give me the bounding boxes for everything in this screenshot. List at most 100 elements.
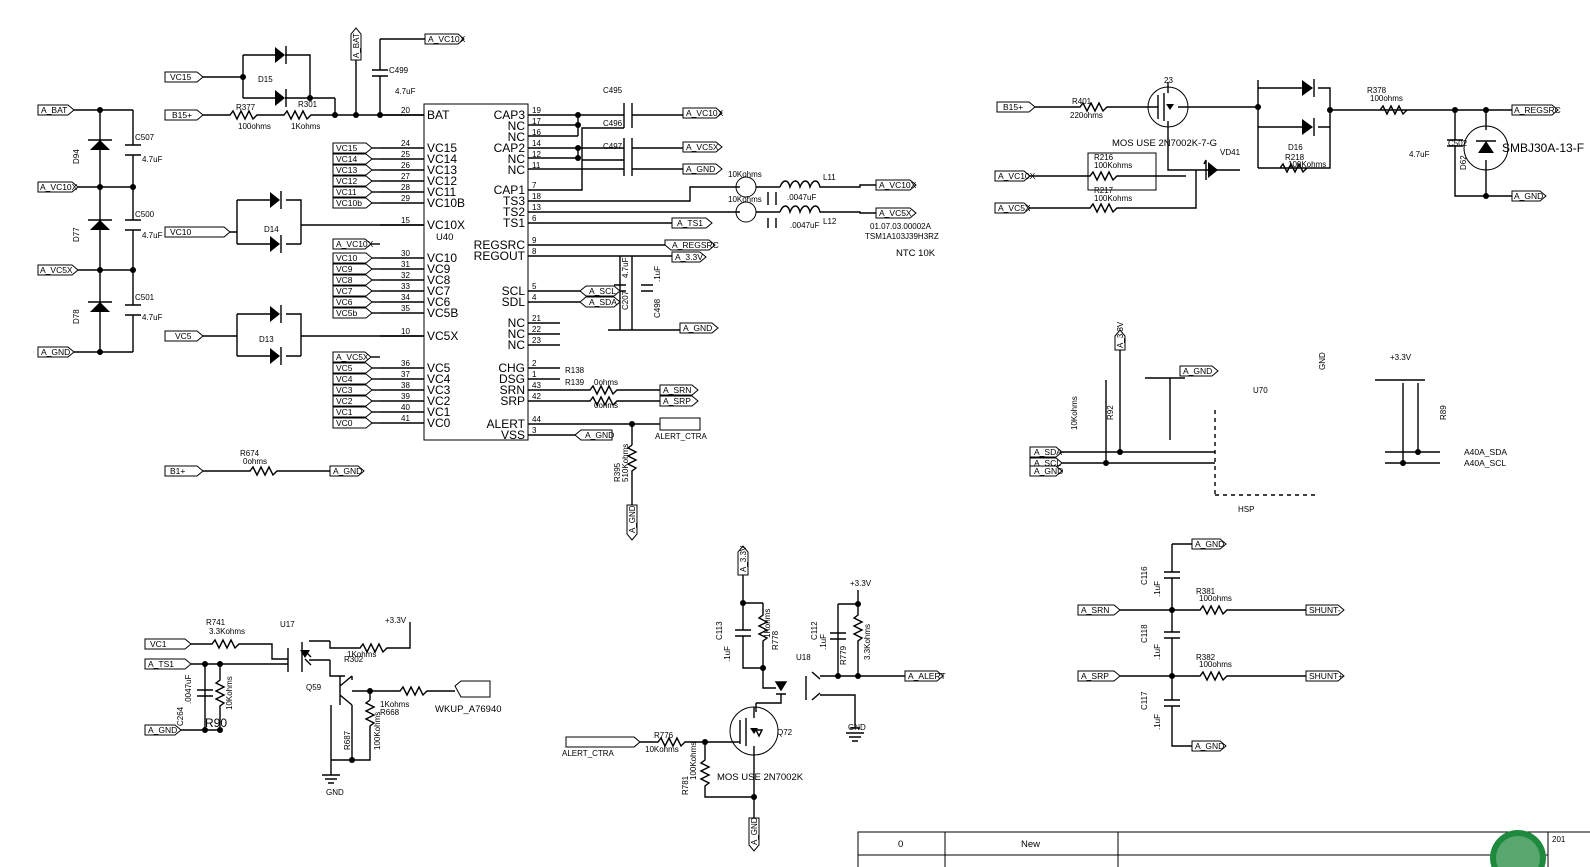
u40-pin-name: VSS <box>501 428 525 442</box>
vc-label: VC5b <box>336 308 358 318</box>
wkup-label: WKUP_A76940 <box>435 704 502 715</box>
u40-pin-num: 29 <box>401 194 410 203</box>
u40-pin-num: 17 <box>532 117 541 126</box>
l11-label: L11 <box>823 173 836 182</box>
net-a-regsrc: A_REGSRC <box>664 239 719 251</box>
svg-text:A_VC10X: A_VC10X <box>686 108 724 118</box>
net-alert-ctra-in <box>565 736 641 748</box>
r668-label: R668 <box>380 708 400 717</box>
net-a-sda-u70: A_SDA <box>1029 446 1063 458</box>
svg-text:A_REGSRC: A_REGSRC <box>672 240 719 250</box>
u40-pin-name: VC5B <box>427 306 458 320</box>
vc-label: VC3 <box>336 385 353 395</box>
u40-pin-name: VC0 <box>427 416 451 430</box>
l12-c: .0047uF <box>790 221 819 230</box>
u40-pin-num: 19 <box>532 106 541 115</box>
r92-label: R92 <box>1106 405 1115 420</box>
svg-text:A_VC10X: A_VC10X <box>428 34 466 44</box>
u40-pin-name: TS2 <box>503 205 525 219</box>
r776-value: 10Kohms <box>645 745 679 754</box>
u40-pin-name: CAP1 <box>494 183 526 197</box>
svg-text:A_SRP: A_SRP <box>663 396 691 406</box>
net-a-33v-u18: A_3.3V <box>737 545 749 576</box>
u40-pin-num: 35 <box>401 304 410 313</box>
net-a-vc10x-right: A_VC10X <box>994 170 1036 182</box>
svg-text:A_SRN: A_SRN <box>1081 605 1109 615</box>
net-a-gnd-q72: A_GND <box>748 817 760 852</box>
u40-pin-name: VC5 <box>427 361 451 375</box>
ntc-title: NTC 10K <box>896 248 936 259</box>
ic-u40-body <box>423 103 529 441</box>
u40-pin-num: 1 <box>532 370 537 379</box>
r216-label: R216 <box>1094 153 1114 162</box>
c264-label: C264 <box>176 706 185 726</box>
r138-label: R138 <box>565 366 585 375</box>
gnd-u70: GND <box>1318 352 1327 370</box>
p33v-u70: +3.3V <box>1390 353 1412 362</box>
u40-pin-name: VC11 <box>427 185 456 199</box>
d94-label: D94 <box>72 149 81 164</box>
r382-label: R382 <box>1196 653 1216 662</box>
svg-text:A_GND: A_GND <box>683 323 712 333</box>
u40-pin-name: SRN <box>500 383 525 397</box>
c112-value: .1uF <box>819 634 828 650</box>
r302-value: 1Kohms <box>347 650 376 659</box>
alert-ctra-label: ALERT_CTRA <box>655 432 708 441</box>
u40-pin-name: NC <box>508 327 526 341</box>
r378-label: R378 <box>1367 86 1387 95</box>
svg-text:A_TS1: A_TS1 <box>677 218 703 228</box>
u40-pin-name: VC12 <box>427 174 457 188</box>
u40-pin-name: VC2 <box>427 394 451 408</box>
net-a-gnd-shunt-bot: A_GND <box>1191 740 1227 752</box>
c495-label: C495 <box>603 86 623 95</box>
q23-label: 23 <box>1164 76 1173 85</box>
vc-label: VC12 <box>336 176 358 186</box>
l11-c: .0047uF <box>787 193 816 202</box>
u40-pin-num: 2 <box>532 359 537 368</box>
u40-pin-name: REGSRC <box>474 238 526 252</box>
net-vc15-in: VC15 <box>164 71 204 83</box>
c498-label: C498 <box>653 298 662 318</box>
net-a-bat-left: A_BAT <box>37 104 100 116</box>
r741-label: R741 <box>206 618 226 627</box>
svg-text:A_GND: A_GND <box>1183 366 1212 376</box>
vd41-label: VD41 <box>1220 148 1241 157</box>
vc-label: VC6 <box>336 297 353 307</box>
u40-pin-num: 40 <box>401 403 410 412</box>
u40-pin-name: SRP <box>500 394 525 408</box>
c507-label: C507 <box>135 133 155 142</box>
svg-text:A_SDA: A_SDA <box>589 297 617 307</box>
svg-text:A_TS1: A_TS1 <box>148 659 174 669</box>
vc-label: VC1 <box>336 407 353 417</box>
r382-value: 100ohms <box>1199 660 1232 669</box>
tvs-column <box>88 107 141 355</box>
r139-value: 0ohms <box>594 401 618 410</box>
c116-label: C116 <box>1140 566 1149 585</box>
svg-text:A_BAT: A_BAT <box>352 33 361 58</box>
smbj-label: SMBJ30A-13-F <box>1502 141 1584 155</box>
ntc-part-2: TSM1A103J39H3RZ <box>865 232 939 241</box>
r395-label: R395 <box>613 462 622 482</box>
net-a-gnd-reg: A_GND <box>679 322 719 334</box>
u70-label: U70 <box>1253 386 1268 395</box>
d14-diode-pair <box>230 191 424 253</box>
r90-label: R90 <box>205 716 227 730</box>
c116-value: .1uF <box>1153 581 1162 597</box>
svg-text:A_GND: A_GND <box>750 817 759 845</box>
u40-pin-name: NC <box>508 130 526 144</box>
u40-pin-name: CHG <box>498 361 525 375</box>
net-a40a-scl: A40A_SCL <box>1464 458 1506 468</box>
u40-pin-name: VC5X <box>427 329 458 343</box>
mos2-label: MOS USE 2N7002K <box>717 772 804 783</box>
c498-value: .1uF <box>653 266 662 282</box>
r217-value: 100Kohms <box>1094 194 1132 203</box>
net-a-srn-u40: A_SRN <box>659 384 699 396</box>
svg-text:A_GND: A_GND <box>1195 539 1224 549</box>
vc-input-labels: VC15VC14VC13VC12VC11VC10bA_VC10XVC10VC9V… <box>332 142 380 429</box>
r778-value: 1Kohms <box>763 609 772 638</box>
p33v-u18: +3.3V <box>850 579 872 588</box>
svg-text:A_SRP: A_SRP <box>1081 671 1109 681</box>
r302-label: R302 <box>344 655 364 664</box>
title-block <box>857 830 1590 867</box>
svg-text:SHUNT+: SHUNT+ <box>1309 671 1343 681</box>
